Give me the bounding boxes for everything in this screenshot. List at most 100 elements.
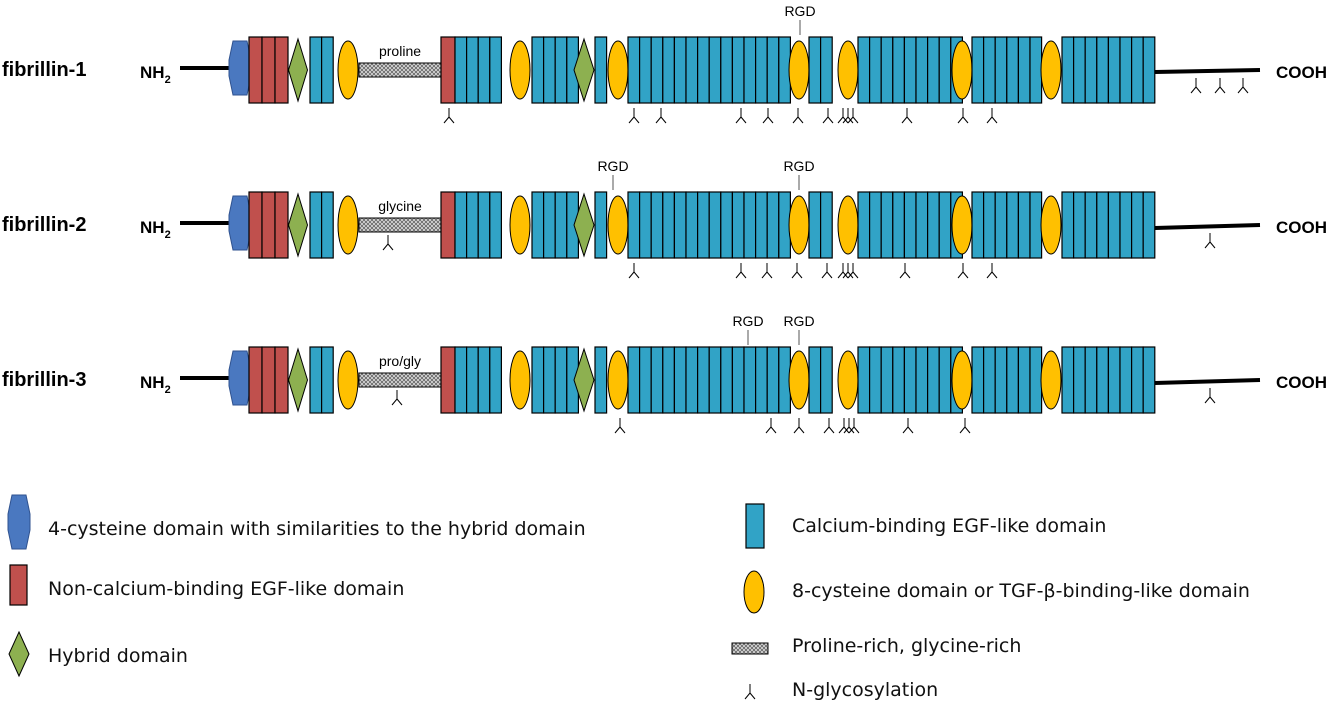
legend-four-cysteine-text: 4-cysteine domain with similarities to t…	[48, 518, 586, 540]
calcium-egf-domain	[1084, 346, 1098, 414]
non-calcium-egf-domain	[440, 36, 456, 104]
n-glycosylation-icon	[902, 418, 914, 434]
eight-cysteine-domain	[607, 40, 629, 100]
calcium-egf-domain	[321, 36, 334, 104]
n-glycosylation-icon	[614, 418, 626, 434]
n-glycosylation-icon	[837, 263, 849, 279]
hybrid-domain	[287, 37, 309, 103]
calcium-egf-domain	[868, 36, 882, 104]
calcium-egf-domain	[808, 191, 822, 259]
n-glycosylation-icon	[847, 263, 859, 279]
c-terminal-backbone	[1154, 378, 1261, 385]
calcium-egf-domain	[662, 346, 675, 414]
calcium-egf-domain	[650, 346, 664, 414]
calcium-egf-domain	[938, 191, 952, 259]
calcium-egf-domain	[731, 191, 745, 259]
calcium-egf-domain	[673, 346, 687, 414]
calcium-egf-domain	[1130, 346, 1144, 414]
calcium-egf-domain	[627, 346, 641, 414]
calcium-egf-domain	[1017, 346, 1031, 414]
calcium-egf-domain	[554, 346, 568, 414]
rich-region	[358, 62, 443, 78]
legend-eight-cysteine-text: 8-cysteine domain or TGF-β-binding-like …	[792, 580, 1250, 602]
n-glycosylation-icon	[959, 418, 971, 434]
calcium-egf-domain	[766, 191, 780, 259]
four-cysteine-domain	[228, 350, 252, 406]
n-glycosylation-icon	[1214, 78, 1226, 94]
eight-cysteine-domain	[788, 40, 810, 100]
calcium-egf-domain	[1130, 36, 1144, 104]
calcium-egf-domain	[638, 36, 652, 104]
n-terminus-label: NH2	[140, 218, 171, 241]
calcium-egf-domain	[880, 346, 894, 414]
calcium-egf-domain	[1061, 346, 1075, 414]
rgd-label: RGD	[732, 313, 763, 329]
calcium-egf-domain	[309, 346, 323, 414]
calcium-egf-domain	[489, 346, 502, 414]
legend-calcium-egf-text: Calcium-binding EGF-like domain	[792, 515, 1107, 537]
n-glycosylation-icon	[842, 263, 854, 279]
n-glycosylation-icon	[822, 108, 834, 124]
calcium-egf-domain	[857, 36, 871, 104]
calcium-egf-domain	[1029, 36, 1043, 104]
calcium-egf-domain	[1006, 36, 1019, 104]
eight-cysteine-domain	[337, 350, 359, 410]
eight-cysteine-domain	[951, 40, 973, 100]
eight-cysteine-domain	[788, 350, 810, 410]
calcium-egf-domain	[1096, 346, 1110, 414]
rich-region-label: pro/gly	[379, 353, 421, 369]
n-glycosylation-icon	[793, 418, 805, 434]
eight-cysteine-domain	[337, 40, 359, 100]
eight-cysteine-domain	[1040, 40, 1062, 100]
calcium-egf-domain	[926, 346, 940, 414]
non-calcium-egf-domain	[248, 36, 263, 104]
calcium-egf-domain	[662, 36, 675, 104]
calcium-egf-domain	[309, 191, 323, 259]
n-glycosylation-icon	[1204, 388, 1216, 404]
hybrid-domain	[573, 347, 595, 413]
calcium-egf-domain	[1096, 36, 1110, 104]
n-terminus-label: NH2	[140, 63, 171, 86]
calcium-egf-domain	[489, 36, 502, 104]
calcium-egf-domain	[1107, 191, 1121, 259]
calcium-egf-domain	[915, 36, 929, 104]
calcium-egf-domain	[1084, 36, 1098, 104]
legend-hybrid-text: Hybrid domain	[48, 645, 188, 667]
calcium-egf-domain	[892, 191, 905, 259]
calcium-egf-domain	[754, 36, 768, 104]
eight-cysteine-domain	[607, 350, 629, 410]
rgd-label: RGD	[784, 3, 815, 19]
calcium-egf-domain	[720, 36, 733, 104]
calcium-egf-domain	[892, 346, 905, 414]
calcium-egf-domain	[892, 36, 905, 104]
calcium-egf-domain	[1006, 191, 1019, 259]
calcium-egf-domain	[926, 36, 940, 104]
protein-name: fibrillin-2	[2, 214, 86, 236]
calcium-egf-domain	[531, 36, 545, 104]
calcium-egf-domain	[1029, 346, 1043, 414]
calcium-egf-domain	[1084, 191, 1098, 259]
rich-region	[358, 372, 443, 388]
calcium-egf-domain	[454, 346, 468, 414]
n-glycosylation-icon	[1237, 78, 1249, 94]
calcium-egf-domain	[466, 36, 479, 104]
calcium-egf-domain	[638, 346, 652, 414]
calcium-egf-domain	[477, 36, 491, 104]
calcium-egf-domain	[554, 36, 568, 104]
calcium-egf-domain	[1072, 191, 1086, 259]
calcium-egf-domain	[489, 191, 502, 259]
calcium-egf-domain	[673, 36, 687, 104]
calcium-egf-domain	[808, 36, 822, 104]
rich-region-label: proline	[379, 43, 421, 59]
n-glycosylation-icon	[744, 684, 756, 700]
calcium-egf-domain	[1061, 191, 1075, 259]
calcium-egf-domain	[808, 346, 822, 414]
calcium-egf-domain	[466, 191, 479, 259]
n-glycosylation-icon	[628, 108, 640, 124]
non-calcium-egf-domain	[440, 191, 456, 259]
hybrid-domain	[573, 37, 595, 103]
eight-cysteine-domain	[1040, 350, 1062, 410]
calcium-egf-domain	[1061, 36, 1075, 104]
calcium-egf-domain	[627, 191, 641, 259]
